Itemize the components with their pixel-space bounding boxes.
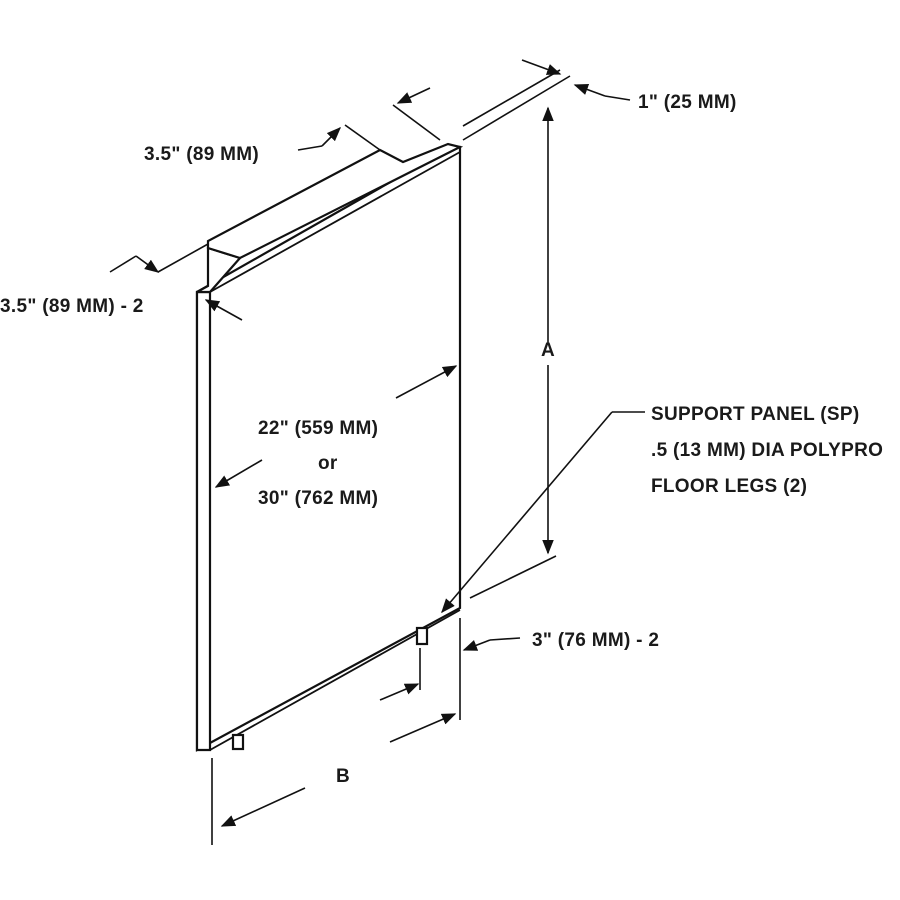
label-width-line1: 22" (559 MM) [258, 418, 378, 439]
label-callout-line2: .5 (13 MM) DIA POLYPRO [651, 440, 883, 461]
floor-leg-left [231, 733, 245, 751]
dim-height [469, 106, 557, 599]
panel-left-edge [195, 290, 212, 752]
label-side-depth: 3.5" (89 MM) - 2 [0, 296, 144, 317]
dim-top-depth [297, 87, 441, 151]
label-top-depth: 3.5" (89 MM) [144, 144, 259, 165]
dim-side-depth [109, 243, 243, 321]
dim-base-width [211, 713, 457, 845]
dim-panel-width [214, 365, 458, 488]
label-thickness: 1" (25 MM) [638, 92, 737, 113]
dim-thickness [462, 59, 631, 141]
label-width-line2: or [318, 453, 338, 474]
floor-legs [231, 626, 429, 751]
label-callout-line1: SUPPORT PANEL (SP) [651, 404, 859, 425]
label-height-a: A [541, 340, 555, 361]
callout-leader [441, 411, 645, 614]
panel-top-notch [206, 142, 464, 260]
label-width-line3: 30" (762 MM) [258, 488, 378, 509]
panel-body [195, 142, 464, 752]
floor-leg-right [415, 626, 429, 646]
label-callout-line3: FLOOR LEGS (2) [651, 476, 807, 497]
label-leg-offset: 3" (76 MM) - 2 [532, 630, 659, 651]
dim-leg-offset [379, 618, 521, 720]
label-base-b: B [336, 766, 350, 787]
